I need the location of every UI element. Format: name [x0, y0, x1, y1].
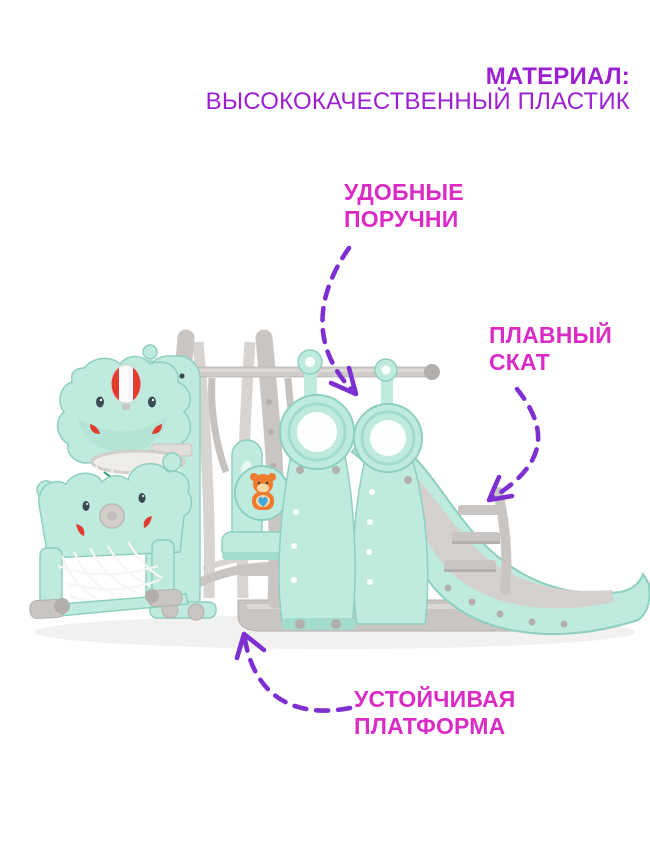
- goal-eyes: [82, 493, 146, 511]
- crossbar-cap-right: [424, 364, 440, 380]
- material-heading-bold: МАТЕРИАЛ:: [485, 63, 630, 90]
- heart-icon: [258, 496, 268, 507]
- soccer-goal: [29, 452, 193, 620]
- soccer-net: [57, 541, 163, 604]
- label-platform: УСТОЙЧИВАЯ ПЛАТФОРМА: [354, 686, 516, 740]
- teddy-bear-emblem: [250, 473, 276, 510]
- ramp-rivets: [444, 584, 568, 628]
- material-heading-value: ВЫСОКОКАЧЕСТВЕННЫЙ ПЛАСТИК: [205, 88, 630, 116]
- hot-air-balloon: [110, 364, 142, 410]
- handrail-ring-back: [370, 420, 406, 456]
- label-handrails: УДОБНЫЕ ПОРУЧНИ: [344, 179, 464, 233]
- slide-handrail-panels: [278, 349, 429, 630]
- material-heading: МАТЕРИАЛ: ВЫСОКОКАЧЕСТВЕННЫЙ ПЛАСТИК: [205, 63, 630, 116]
- backboard-eyes: [96, 396, 156, 408]
- slide-steps: [444, 487, 512, 595]
- label-slide: ПЛАВНЫЙ СКАТ: [489, 322, 612, 376]
- handrail-panel-front: [278, 349, 356, 630]
- handrail-ring-front: [297, 412, 337, 452]
- handrail-panel-back: [352, 358, 429, 625]
